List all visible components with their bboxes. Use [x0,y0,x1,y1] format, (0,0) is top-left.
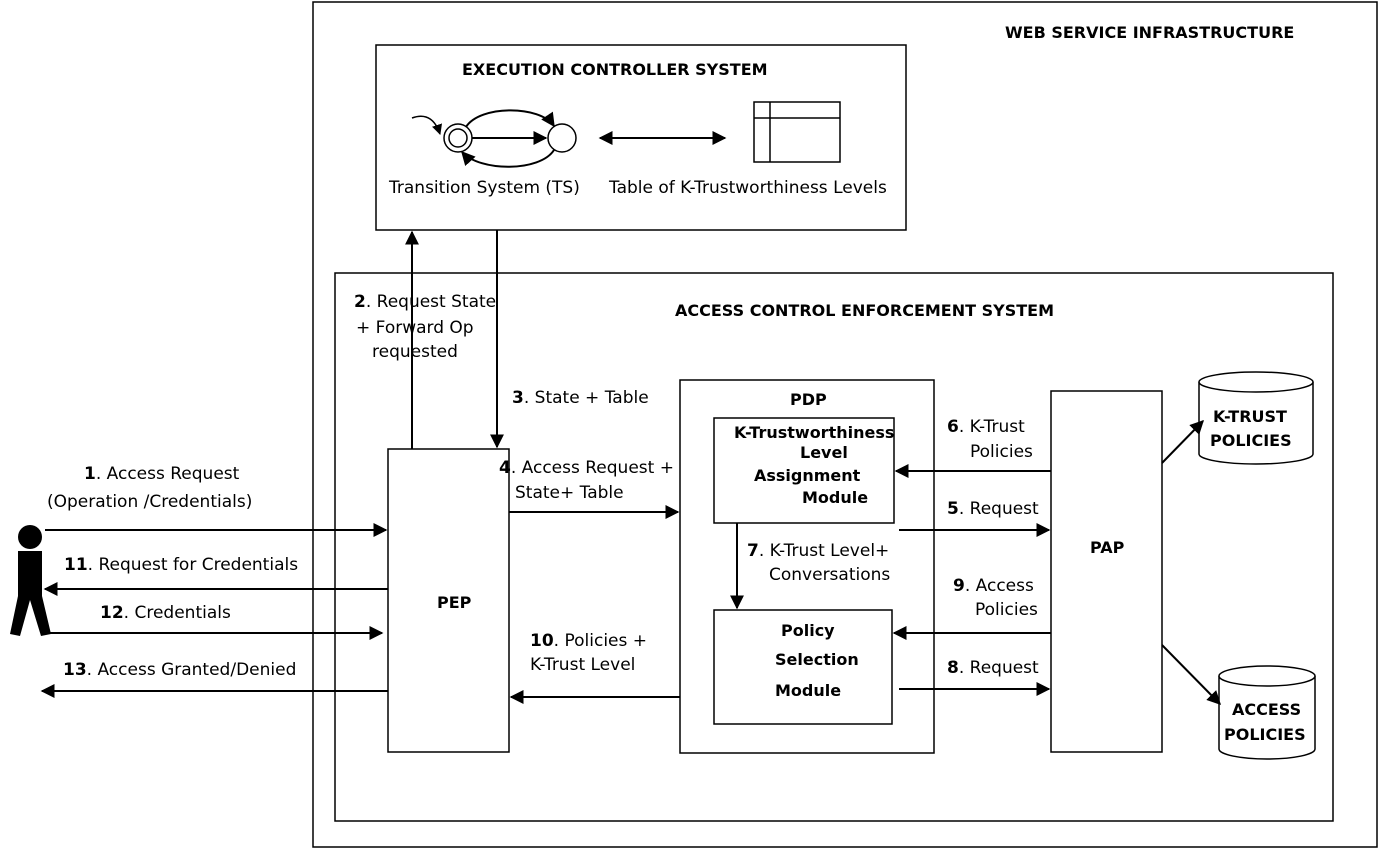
trust-table-label: Table of K-Trustworthiness Levels [608,178,887,198]
access-db-line2: POLICIES [1224,725,1306,744]
flow-2-line3: requested [372,342,458,362]
transition-system-label: Transition System (TS) [388,178,580,198]
flow-1-line2: (Operation /Credentials) [47,492,252,512]
flow-10-line1: 10. Policies + [530,631,647,651]
transition-system-graphic [411,109,577,168]
flow-12-label: 12. Credentials [100,603,231,623]
k-trust-policies-database [1198,371,1314,465]
k-trust-module-line2: Level [800,443,848,462]
k-trust-module-line3: Assignment [754,466,861,485]
flow-6-line1: 6. K-Trust [947,417,1025,437]
pap-label: PAP [1090,538,1125,557]
trust-table-graphic [753,101,841,163]
pap-to-access-db-arrow [1161,644,1221,705]
flow-10-line2: K-Trust Level [530,655,635,675]
k-trust-module-line4: Module [802,488,868,507]
flow-9-line1: 9. Access [953,576,1034,596]
flow-8-label: 8. Request [947,658,1039,678]
k-trust-module-line1: K-Trustworthiness [734,423,894,442]
policy-selection-module-box [713,609,893,725]
flow-7-line2: Conversations [769,565,890,585]
pep-label: PEP [437,593,472,612]
access-policies-database [1218,665,1316,760]
flow-4-line2: State+ Table [515,483,624,503]
pep-box [387,448,510,753]
k-trust-db-line2: POLICIES [1210,431,1292,450]
flow-11-label: 11. Request for Credentials [64,555,298,575]
policy-selection-line1: Policy [781,621,835,640]
flow-9-line2: Policies [975,600,1038,620]
policy-selection-line2: Selection [775,650,859,669]
flow-5-label: 5. Request [947,499,1039,519]
flow-13-label: 13. Access Granted/Denied [63,660,296,680]
web-service-infrastructure-title: WEB SERVICE INFRASTRUCTURE [1005,23,1294,42]
pap-box [1050,390,1163,753]
access-db-line1: ACCESS [1232,700,1301,719]
flow-4-line1: 4. Access Request + [499,458,674,478]
user-actor-icon [10,525,51,636]
access-control-enforcement-title: ACCESS CONTROL ENFORCEMENT SYSTEM [675,301,1054,320]
policy-selection-line3: Module [775,681,841,700]
execution-controller-title: EXECUTION CONTROLLER SYSTEM [462,60,768,79]
pdp-label: PDP [790,390,827,409]
flow-1-line1: 1. Access Request [84,464,240,484]
pap-to-ktrust-db-arrow [1161,419,1204,464]
flow-7-line1: 7. K-Trust Level+ [747,541,889,561]
k-trust-db-line1: K-TRUST [1213,407,1287,426]
flow-3-label: 3. State + Table [512,388,649,408]
flow-2-line2: + Forward Op [356,318,474,338]
flow-6-line2: Policies [970,442,1033,462]
k-trust-assignment-module-box [713,417,895,524]
flow-2-line1: 2. Request State [354,292,496,312]
